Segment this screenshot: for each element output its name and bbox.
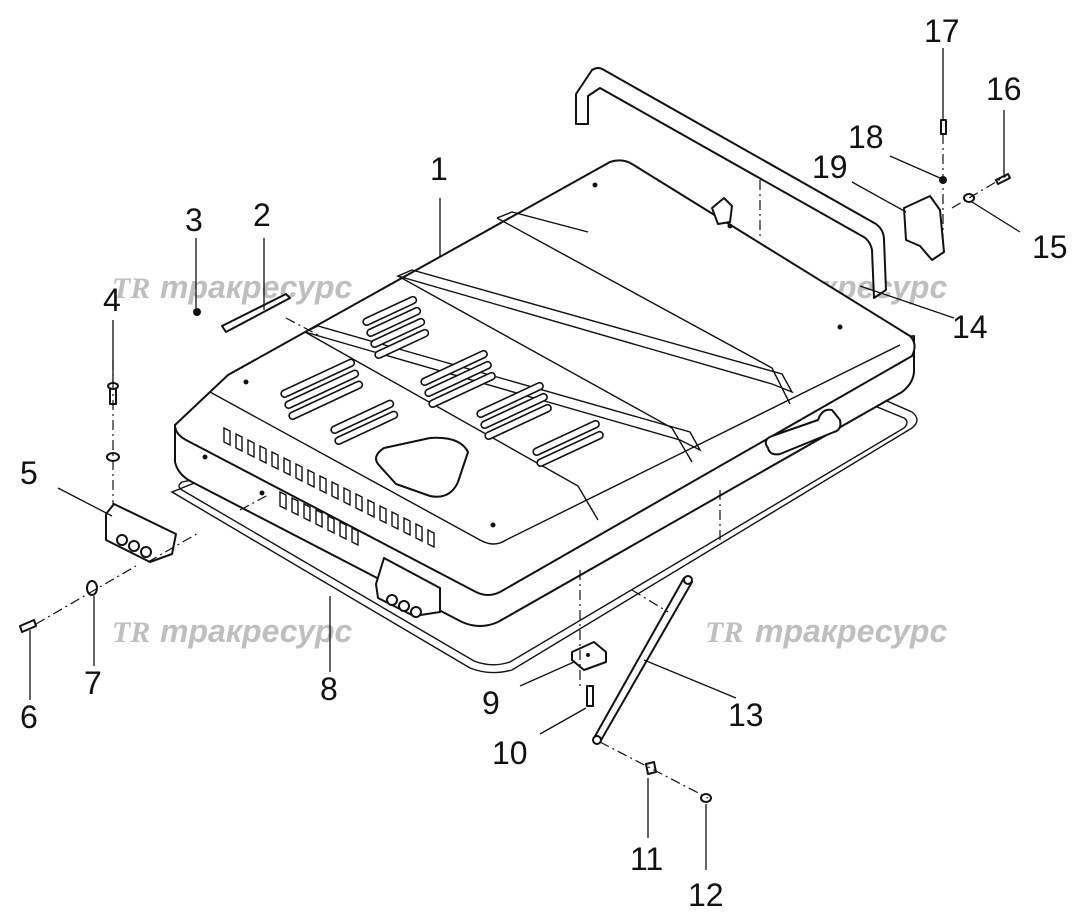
watermark-brand: тракресурс [160, 269, 352, 305]
nut-12 [700, 793, 712, 803]
watermark: TR тракресурс [112, 269, 352, 305]
callout-12: 12 [688, 877, 724, 913]
callout-1: 1 [430, 151, 448, 187]
watermark-brand: тракресурс [755, 613, 947, 649]
watermark-logo: TR [705, 616, 743, 649]
bolt-16 [995, 173, 1011, 185]
callout-14: 14 [952, 309, 988, 345]
pin-11 [645, 761, 657, 775]
latch-bracket [711, 195, 945, 261]
grab-bar [575, 67, 887, 299]
stud [193, 293, 291, 333]
callout-16: 16 [986, 71, 1022, 107]
hood-cover [174, 159, 916, 627]
callout-18: 18 [848, 119, 884, 155]
block-9 [571, 641, 607, 671]
bolt-10 [586, 685, 594, 707]
support-rod [592, 575, 693, 745]
callout-17: 17 [924, 13, 960, 49]
hinge-left [105, 503, 177, 563]
callout-5: 5 [20, 455, 38, 491]
assembly-lines [35, 134, 1007, 799]
watermark-logo: TR [112, 616, 150, 649]
callout-10: 10 [492, 735, 528, 771]
callout-19: 19 [812, 149, 848, 185]
watermark: TR тракресурс [112, 613, 352, 649]
watermark-brand: тракресурс [160, 613, 352, 649]
vent-slots [280, 295, 604, 467]
callout-8: 8 [320, 671, 338, 707]
callout-labels: 1 2 3 4 5 6 7 8 9 10 11 12 13 14 15 16 1… [20, 13, 1068, 913]
bolt-6 [19, 619, 37, 633]
watermark: TR тракресурс [705, 613, 947, 649]
callout-3: 3 [185, 202, 203, 238]
hinge-right [375, 557, 441, 618]
callout-9: 9 [482, 685, 500, 721]
seal-gasket [170, 397, 918, 674]
callout-6: 6 [20, 699, 38, 735]
callout-13: 13 [728, 697, 764, 733]
callout-15: 15 [1032, 229, 1068, 265]
bolt-17 [940, 119, 947, 135]
leader-lines [29, 48, 1021, 870]
watermark-logo: TR [112, 272, 150, 305]
callout-11: 11 [630, 841, 663, 877]
callout-7: 7 [84, 665, 102, 701]
callout-2: 2 [253, 197, 271, 233]
washer-7 [86, 580, 98, 596]
side-vent-slots [223, 426, 435, 549]
callout-4: 4 [103, 282, 121, 318]
